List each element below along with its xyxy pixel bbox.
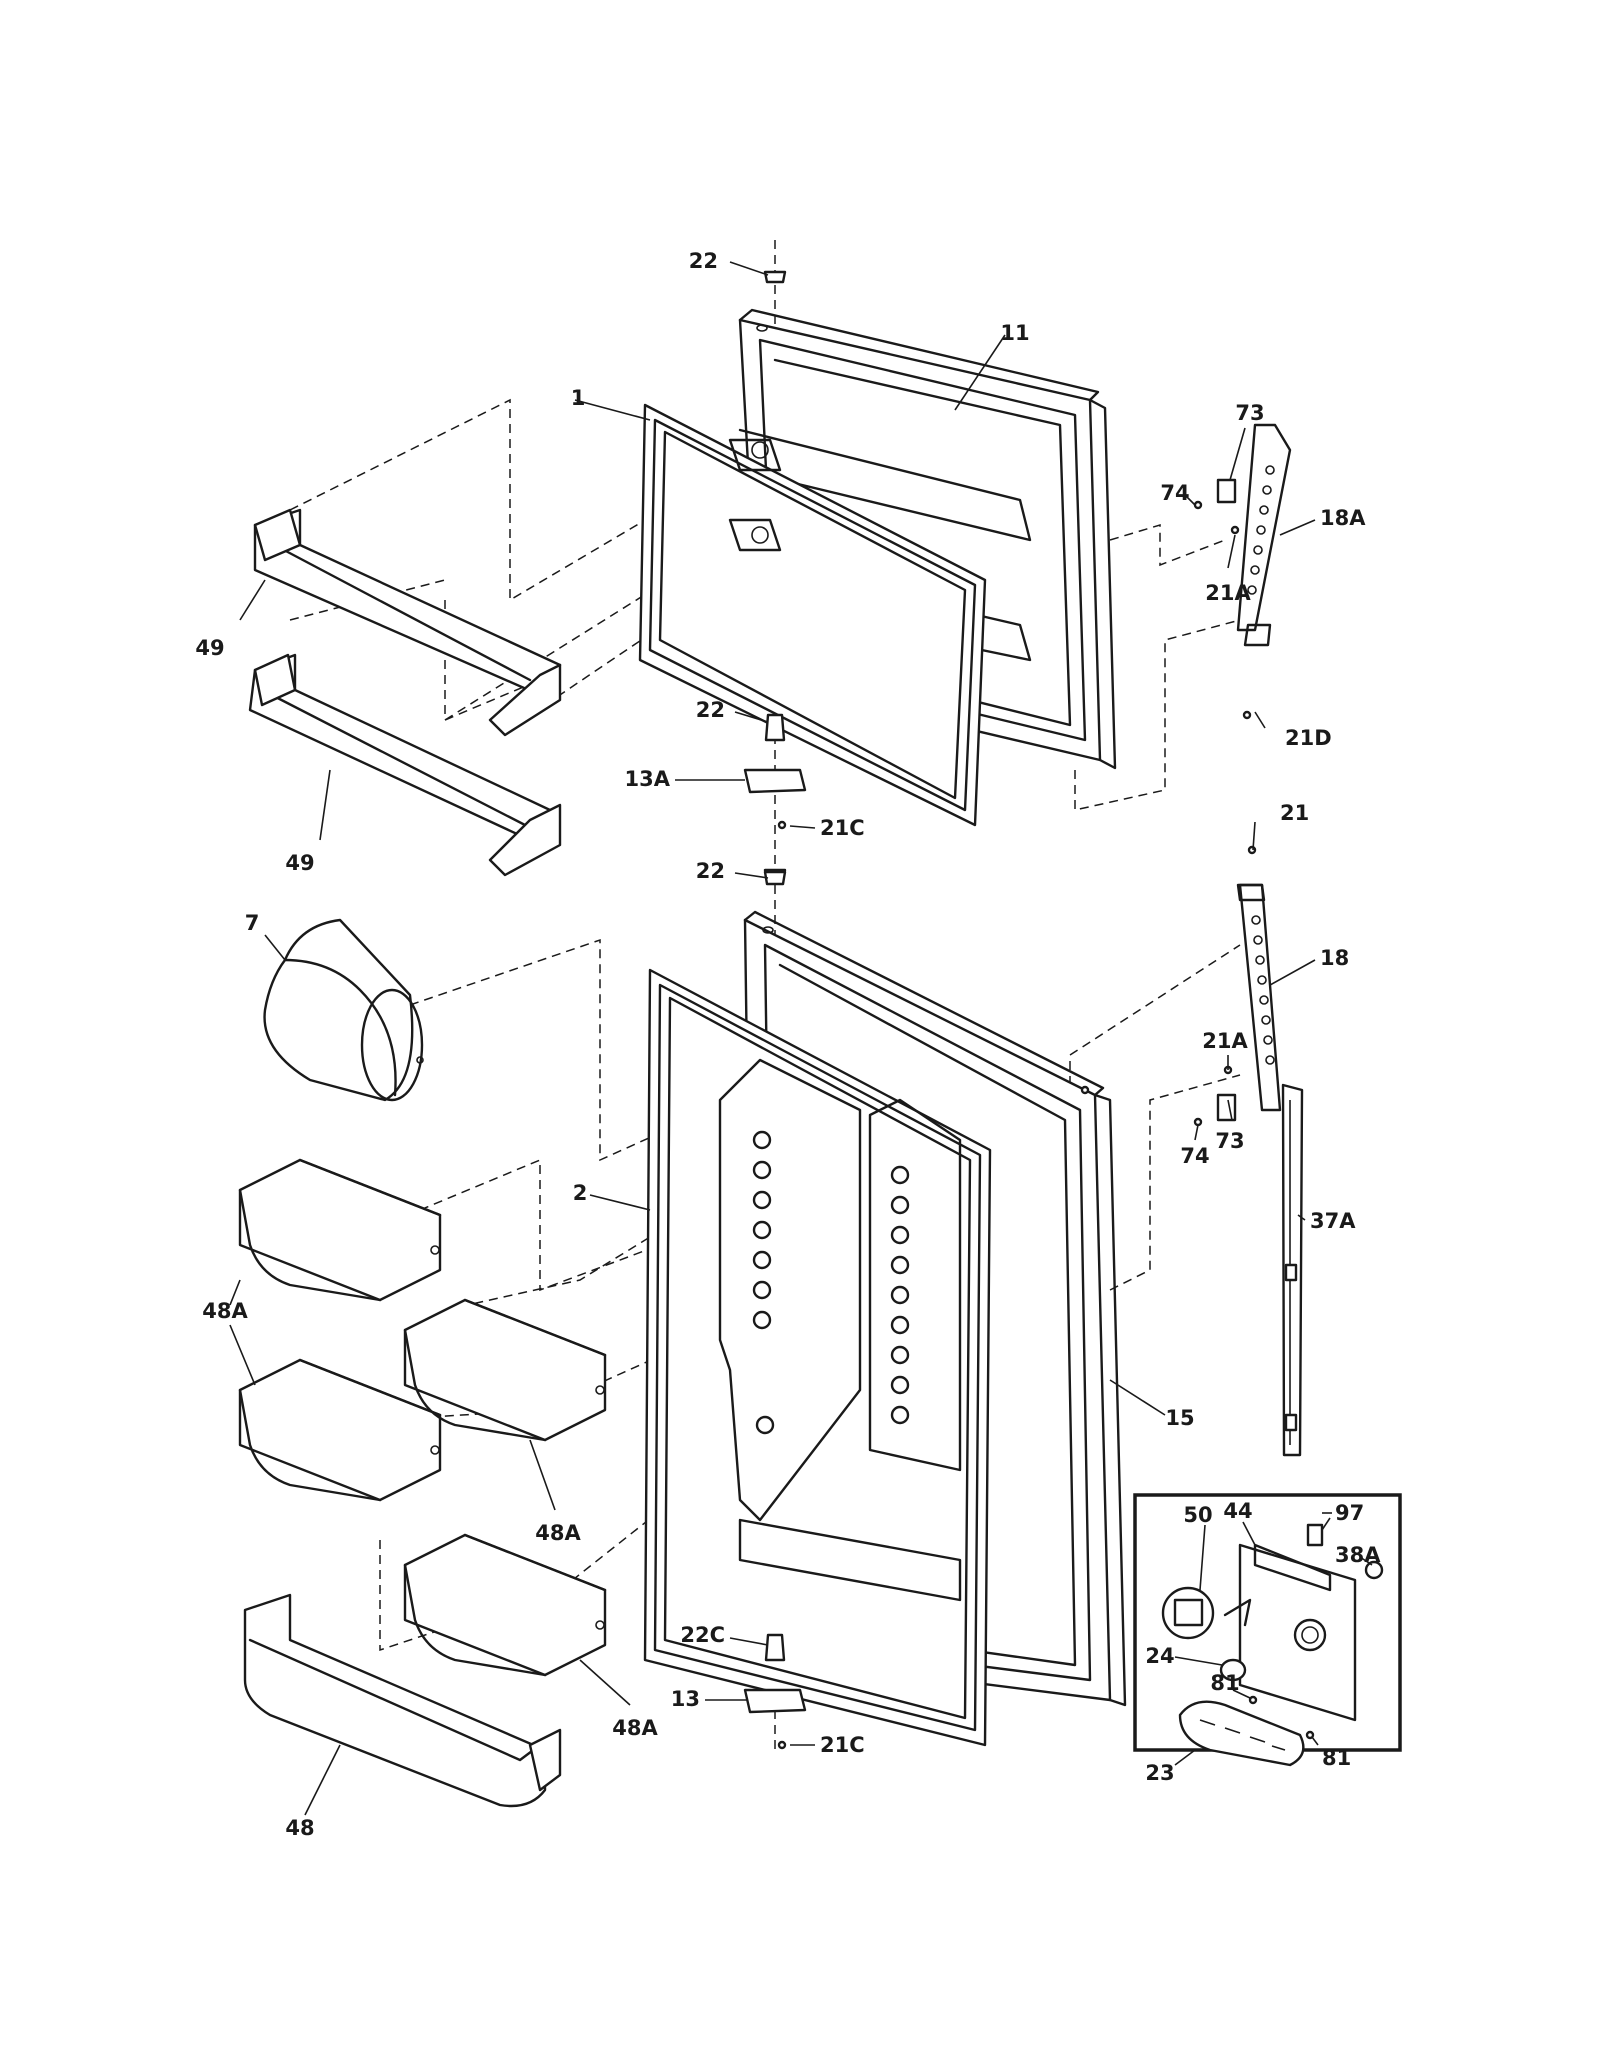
- label-21C-lower: 21C: [820, 1733, 865, 1757]
- label-11-freezer-door: 11: [1000, 321, 1029, 345]
- door-bin-48A-left-upper: [238, 1158, 442, 1302]
- door-bin-48A-right-lower: [403, 1533, 607, 1677]
- label-50: 50: [1183, 1503, 1212, 1527]
- label-74-upper: 74: [1160, 481, 1189, 505]
- label-48A-center: 48A: [535, 1521, 581, 1545]
- leader-lines: [229, 261, 1373, 1816]
- door-shelf-48: [243, 1593, 562, 1808]
- label-48-door-shelf: 48: [285, 1816, 314, 1840]
- label-38A: 38A: [1335, 1543, 1381, 1567]
- label-37A-hinge-trim: 37A: [1310, 1209, 1356, 1233]
- dispenser-inset: [1133, 1493, 1402, 1767]
- label-49-upper-shelf: 49: [195, 636, 224, 660]
- label-81-upper: 81: [1210, 1671, 1239, 1695]
- label-73-upper: 73: [1235, 401, 1264, 425]
- label-48A-left: 48A: [202, 1299, 248, 1323]
- upper-hinge-18A: [1193, 423, 1292, 720]
- label-21C-upper: 21C: [820, 816, 865, 840]
- freezer-door-gasket-1: [638, 403, 987, 827]
- door-bin-48A-right-upper: [403, 1298, 607, 1442]
- lower-hardware: [743, 870, 807, 1750]
- hinge-trim-37A: [1281, 1083, 1304, 1457]
- callout-labels: 22 11 1 73 74 18A 21A 49 22 13A 21C 21D …: [195, 249, 1381, 1840]
- label-22-upper-hinge-pin: 22: [689, 249, 718, 273]
- door-bin-buttons: [752, 1130, 910, 1435]
- label-22-middle: 22: [696, 698, 725, 722]
- label-44: 44: [1223, 1499, 1252, 1523]
- label-1-freezer-gasket: 1: [571, 386, 586, 410]
- door-shelf-49-lower: [248, 653, 562, 877]
- label-24: 24: [1145, 1644, 1174, 1668]
- door-shelf-49-upper: [253, 508, 562, 737]
- fresh-food-door-gasket-2: [643, 968, 992, 1747]
- label-18A-upper-hinge: 18A: [1320, 506, 1366, 530]
- label-97: 97: [1335, 1501, 1364, 1525]
- upper-hardware: [743, 270, 807, 884]
- label-15-fresh-food-door: 15: [1165, 1406, 1194, 1430]
- label-22-lower-hinge-pin: 22: [696, 859, 725, 883]
- label-48A-lower: 48A: [612, 1716, 658, 1740]
- label-7-dairy-door: 7: [245, 911, 260, 935]
- label-21D: 21D: [1285, 726, 1332, 750]
- label-22C: 22C: [680, 1623, 725, 1647]
- label-21: 21: [1280, 801, 1309, 825]
- dairy-door-7: [263, 918, 424, 1102]
- label-23: 23: [1145, 1761, 1174, 1785]
- label-21A-upper: 21A: [1205, 581, 1251, 605]
- label-81-lower: 81: [1322, 1746, 1351, 1770]
- label-73-lower: 73: [1215, 1129, 1244, 1153]
- label-2-fresh-food-gasket: 2: [573, 1181, 588, 1205]
- label-13-hinge: 13: [671, 1687, 700, 1711]
- door-bin-48A-left-lower: [238, 1358, 442, 1502]
- label-13A-hinge: 13A: [625, 767, 671, 791]
- label-21A-lower: 21A: [1202, 1029, 1248, 1053]
- label-74-lower: 74: [1180, 1144, 1209, 1168]
- label-49-lower-shelf: 49: [285, 851, 314, 875]
- label-18-lower-hinge: 18: [1320, 946, 1349, 970]
